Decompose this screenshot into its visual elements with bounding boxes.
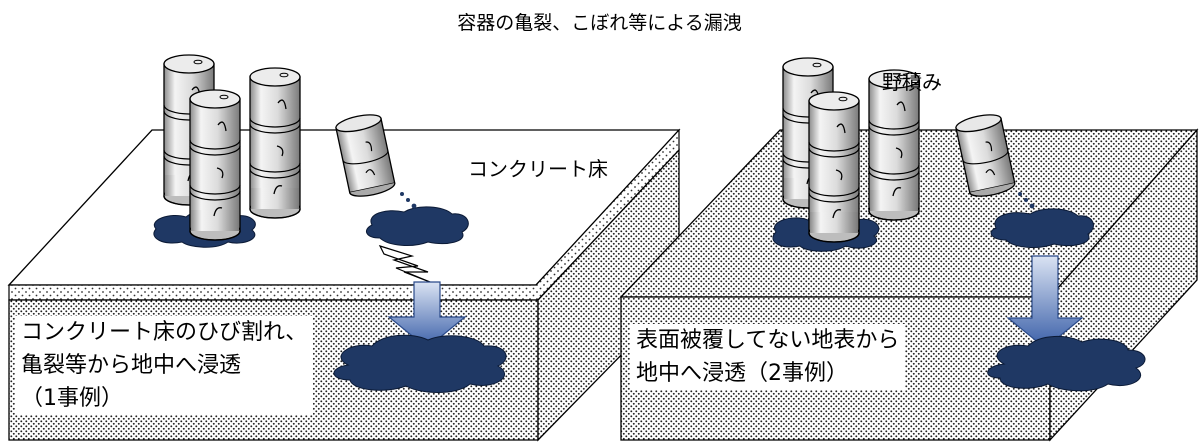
left-puddle-leak xyxy=(365,206,469,246)
left-puddle-underground xyxy=(333,334,507,393)
concrete-floor-label: コンクリート床 xyxy=(468,157,608,181)
right-caption-line1: 表面被覆してない地表から xyxy=(636,328,900,353)
right-drum-front xyxy=(808,91,860,243)
left-caption-line1: コンクリート床のひび割れ、 xyxy=(21,320,308,345)
diagram-title: 容器の亀裂、こぼれ等による漏洩 xyxy=(457,12,742,34)
left-crack-icon xyxy=(378,245,441,287)
right-arrow-icon xyxy=(1006,255,1084,349)
left-caption-line2: 亀裂等から地中へ浸透 xyxy=(21,353,242,378)
left-drips xyxy=(400,192,417,209)
right-scene xyxy=(619,57,1199,442)
right-puddle-underground xyxy=(987,336,1146,392)
right-puddle-leak xyxy=(990,208,1094,248)
right-drips xyxy=(1018,192,1035,209)
left-drum-front xyxy=(189,89,241,241)
right-caption-line2: 地中へ浸透（2事例） xyxy=(636,361,848,386)
left-caption-line3: （1事例） xyxy=(21,386,123,411)
open-pile-label: 野積み xyxy=(882,70,942,94)
left-caption: コンクリート床のひび割れ、 亀裂等から地中へ浸透 （1事例） xyxy=(15,316,314,415)
left-drum-right xyxy=(249,67,301,219)
right-caption: 表面被覆してない地表から 地中へ浸透（2事例） xyxy=(630,324,906,390)
left-arrow-icon xyxy=(387,281,467,349)
